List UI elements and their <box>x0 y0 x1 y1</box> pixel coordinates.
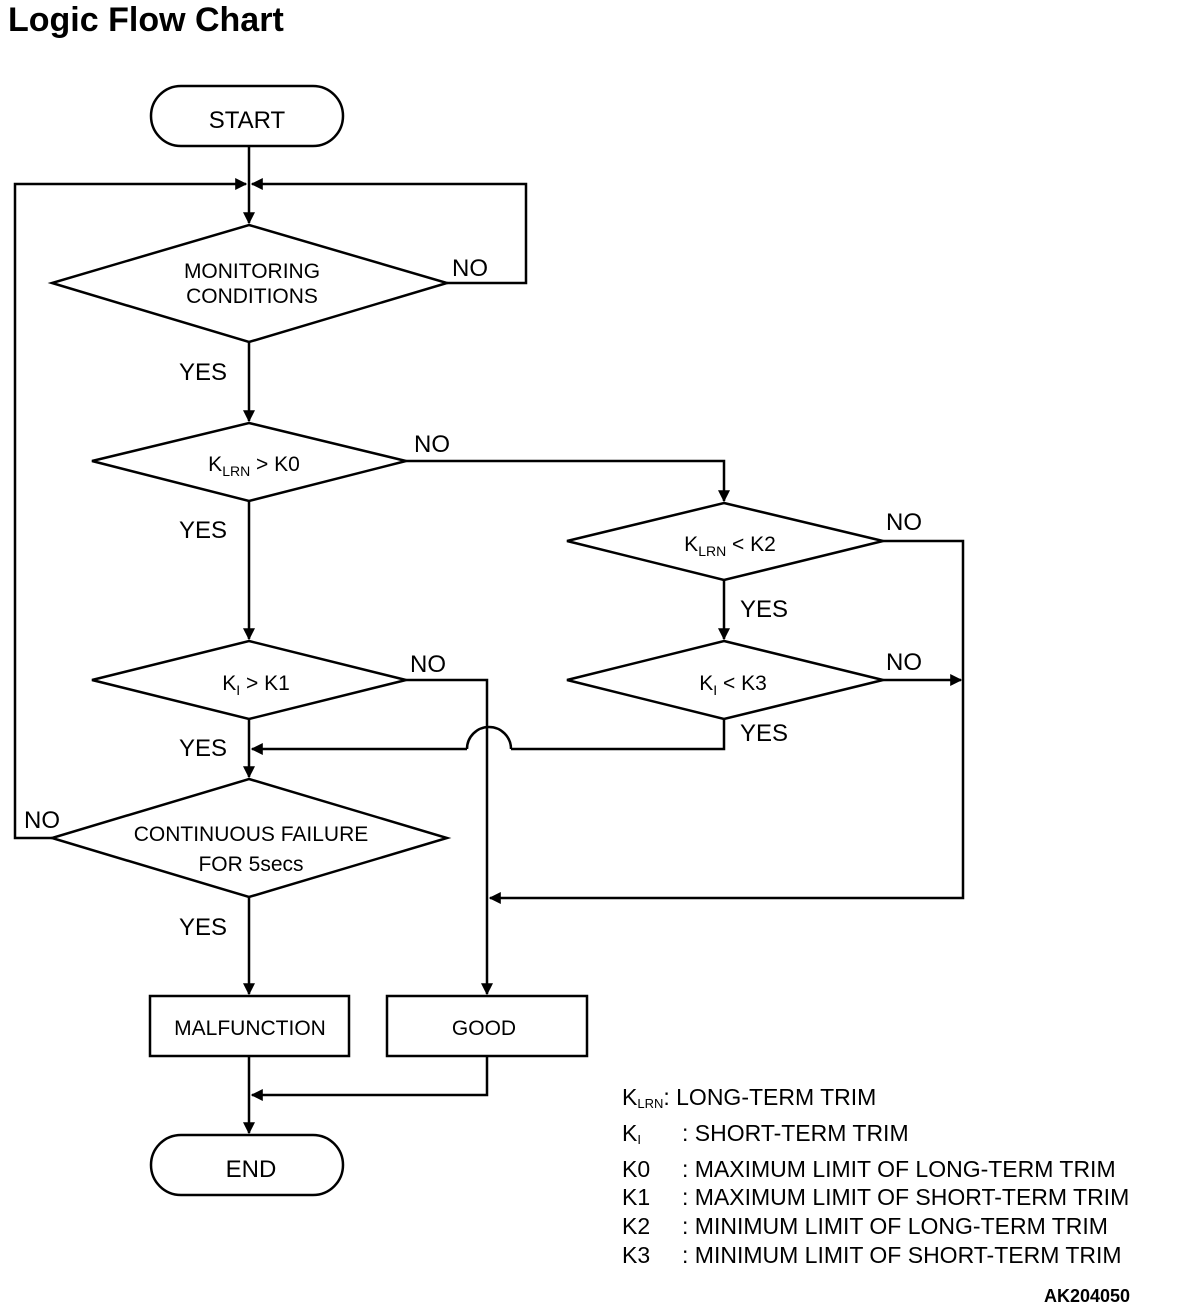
monitoring-conditions-decision: MONITORING CONDITIONS <box>47 223 452 344</box>
legend-description: MINIMUM LIMIT OF SHORT-TERM TRIM <box>688 1241 1122 1268</box>
legend-key: K1 <box>622 1184 651 1211</box>
start-label: START <box>209 107 286 134</box>
connectors <box>13 146 965 1135</box>
legend-key: K3 <box>622 1241 651 1268</box>
ki-gt-k1-decision: KI > K1 <box>91 639 407 721</box>
figure-code: AK204050 <box>1044 1286 1131 1306</box>
ki-lt-k3-decision: KI < K3 <box>566 639 884 721</box>
legend-key: KLRN: <box>622 1084 670 1111</box>
klrn-gt-k0-label: KLRN > K0 <box>208 453 300 479</box>
arrow-klrn-k0-no <box>406 459 730 503</box>
malfunction-box: MALFUNCTION <box>148 994 351 1058</box>
monitoring-line2: CONDITIONS <box>186 285 318 308</box>
legend-row: K0: MAXIMUM LIMIT OF LONG-TERM TRIM <box>622 1155 1129 1184</box>
ki-gt-k1-label: KI > K1 <box>222 672 290 698</box>
no-label-ki-k3: NO <box>886 649 922 676</box>
legend-description: MAXIMUM LIMIT OF LONG-TERM TRIM <box>688 1155 1116 1182</box>
legend-row: K2: MINIMUM LIMIT OF LONG-TERM TRIM <box>622 1212 1129 1241</box>
arrow-klrn-k2-no <box>488 539 965 904</box>
legend-row: KI: SHORT-TERM TRIM <box>622 1119 1129 1155</box>
legend-row: KLRN: LONG-TERM TRIM <box>622 1083 1129 1119</box>
line-ki-k3-yes <box>511 719 726 751</box>
yes-label-klrn-k2: YES <box>740 596 788 623</box>
legend-description: SHORT-TERM TRIM <box>688 1119 909 1146</box>
no-label-klrn-k2: NO <box>886 509 922 536</box>
yes-label-ki-k1: YES <box>179 735 227 762</box>
good-label: GOOD <box>452 1017 516 1040</box>
legend-description: MINIMUM LIMIT OF LONG-TERM TRIM <box>688 1213 1108 1240</box>
legend-separator: : <box>682 1241 689 1268</box>
arrow-good-to-end <box>250 1057 489 1101</box>
yes-label-ki-k3: YES <box>740 720 788 747</box>
yes-label-klrn-k0: YES <box>179 517 227 544</box>
no-label-klrn-k0: NO <box>414 431 450 458</box>
continuous-line2: FOR 5secs <box>198 853 303 876</box>
end-terminal: END <box>149 1133 345 1197</box>
legend-separator: : <box>682 1184 689 1211</box>
legend-description: MAXIMUM LIMIT OF SHORT-TERM TRIM <box>688 1184 1130 1211</box>
continuous-failure-decision: CONTINUOUS FAILURE FOR 5secs <box>47 777 452 899</box>
legend-row: K3: MINIMUM LIMIT OF SHORT-TERM TRIM <box>622 1241 1129 1270</box>
end-label: END <box>226 1156 277 1183</box>
arrow-ki-k1-no <box>406 678 493 996</box>
page-title: Logic Flow Chart <box>8 1 284 39</box>
legend-key: K0 <box>622 1155 651 1182</box>
arrow-monitoring-no-loop <box>250 178 528 285</box>
continuous-line1: CONTINUOUS FAILURE <box>134 823 369 846</box>
klrn-gt-k0-decision: KLRN > K0 <box>91 421 407 503</box>
no-label-monitoring: NO <box>452 255 488 282</box>
legend-separator: : <box>682 1155 689 1182</box>
start-terminal: START <box>149 84 345 148</box>
legend-separator: : <box>682 1213 689 1240</box>
branch-labels: NO YES NO YES NO YES NO NO YES YES NO YE… <box>24 255 922 941</box>
malfunction-label: MALFUNCTION <box>174 1017 326 1040</box>
monitoring-line1: MONITORING <box>184 260 320 283</box>
arrow-continuous-no-loop <box>13 178 248 840</box>
legend-description: LONG-TERM TRIM <box>669 1084 877 1110</box>
legend-key: KI <box>622 1119 641 1147</box>
ki-lt-k3-label: KI < K3 <box>699 672 767 698</box>
legend-key: K2 <box>622 1213 651 1240</box>
yes-label-continuous: YES <box>179 914 227 941</box>
good-box: GOOD <box>385 994 589 1058</box>
no-label-continuous: NO <box>24 807 60 834</box>
legend-separator: : <box>682 1119 689 1146</box>
klrn-lt-k2-decision: KLRN < K2 <box>566 501 884 582</box>
yes-label-monitoring: YES <box>179 359 227 386</box>
line-jump-over <box>465 725 513 750</box>
klrn-lt-k2-label: KLRN < K2 <box>684 533 776 559</box>
legend-row: K1: MAXIMUM LIMIT OF SHORT-TERM TRIM <box>622 1183 1129 1212</box>
no-label-ki-k1: NO <box>410 651 446 678</box>
